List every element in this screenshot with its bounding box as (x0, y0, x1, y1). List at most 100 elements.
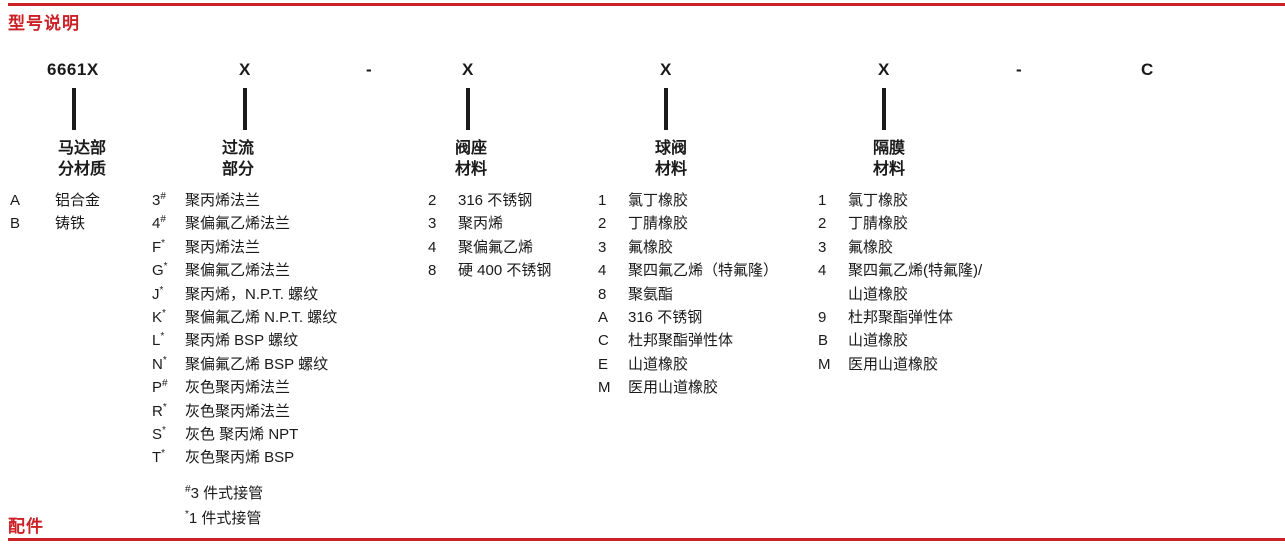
column-header-line: 阀座 (455, 140, 488, 157)
option-code: C (598, 332, 609, 350)
option-label: 丁腈橡胶 (848, 215, 909, 233)
option-row: M 医用山道橡胶 (598, 376, 778, 399)
option-row: 8 聚氨酯 (598, 283, 778, 306)
option-code: L* (152, 331, 165, 350)
option-code: A (598, 309, 609, 327)
column-header-motor: 马达部 分材质 (58, 138, 106, 180)
option-label: 铝合金 (55, 192, 101, 209)
code-dash-2: - (1016, 60, 1023, 79)
column-header-diaphragm: 隔膜 材料 (873, 138, 982, 180)
option-code: 4# (152, 214, 166, 233)
option-code: 1 (818, 192, 827, 209)
footnote-text: 3 件式接管 (190, 485, 264, 502)
connector-line-motor (72, 88, 76, 130)
option-row: J* 聚丙烯，N.P.T. 螺纹 (152, 283, 337, 306)
option-row: F* 聚丙烯法兰 (152, 236, 337, 259)
accessories-section-label: 配件 (8, 517, 44, 536)
option-label: 316 不锈钢 (458, 192, 533, 209)
column-header-ball: 球阀 材料 (655, 138, 778, 180)
option-list-ball: 1 氯丁橡胶 2 丁腈橡胶 3 氟橡胶 4 聚四氟乙烯（特氟隆） (598, 189, 778, 400)
option-row: P# 灰色聚丙烯法兰 (152, 376, 337, 399)
column-header-line: 过流 (222, 140, 255, 157)
column-header-line: 马达部 (58, 140, 107, 157)
footnotes: #3 件式接管 *1 件式接管 (185, 481, 263, 531)
column-header-line: 分材质 (58, 161, 107, 178)
option-code: 3# (152, 191, 166, 210)
connector-line-diaphragm (882, 88, 886, 130)
option-label: 氟橡胶 (628, 238, 674, 256)
option-label: 铸铁 (55, 215, 86, 233)
option-list-wetted: 3# 聚丙烯法兰 4# 聚偏氟乙烯法兰 F* 聚丙烯法兰 G* 聚偏氟乙烯法兰 (152, 189, 337, 470)
option-row: 3# 聚丙烯法兰 (152, 189, 337, 212)
column-header-wetted: 过流 部分 (222, 138, 337, 180)
option-row: 4 聚四氟乙烯（特氟隆） (598, 259, 778, 282)
option-code: A (10, 192, 21, 209)
column-header-seat: 阀座 材料 (455, 138, 551, 180)
option-label: 聚氨酯 (628, 285, 674, 303)
code-motor-series: 6661X (47, 60, 99, 79)
option-label: 灰色聚丙烯 BSP (185, 449, 295, 467)
option-label: 聚丙烯，N.P.T. 螺纹 (185, 285, 319, 303)
option-label: 聚丙烯 BSP 螺纹 (185, 332, 299, 350)
option-label: 316 不锈钢 (628, 309, 703, 327)
option-code: 8 (428, 262, 437, 280)
option-code: T* (152, 448, 166, 467)
option-label: 医用山道橡胶 (848, 355, 939, 373)
option-code: E (598, 355, 609, 373)
option-code: 3 (428, 215, 437, 233)
option-code: R* (152, 401, 167, 420)
option-label: 聚偏氟乙烯法兰 (185, 262, 291, 280)
option-code: K* (152, 308, 166, 327)
option-label: 氯丁橡胶 (848, 192, 909, 209)
option-row: A 316 不锈钢 (598, 306, 778, 329)
option-row: 9 杜邦聚酯弹性体 (818, 306, 982, 329)
option-label: 灰色 聚丙烯 NPT (185, 426, 299, 444)
connector-line-ball (664, 88, 668, 130)
page-title: 型号说明 (8, 14, 80, 33)
code-wetted-parts: X (239, 60, 251, 79)
option-row: G* 聚偏氟乙烯法兰 (152, 259, 337, 282)
option-label: 丁腈橡胶 (628, 215, 689, 233)
option-code: 3 (818, 238, 827, 256)
column-motor-material: 马达部 分材质 A 铝合金 B 铸铁 (10, 138, 106, 236)
option-code: M (818, 355, 831, 373)
footnote-marker: * (185, 509, 189, 520)
footnote-3-piece: #3 件式接管 (185, 481, 263, 506)
option-row: M 医用山道橡胶 (818, 353, 982, 376)
column-wetted-parts: 过流 部分 3# 聚丙烯法兰 4# 聚偏氟乙烯法兰 F* 聚丙烯法兰 (152, 138, 337, 470)
option-code: 2 (598, 215, 607, 233)
option-code: F* (152, 237, 166, 256)
option-row: 1 氯丁橡胶 (598, 189, 778, 212)
connector-line-seat (466, 88, 470, 130)
option-label: 灰色聚丙烯法兰 (185, 402, 291, 420)
footnote-marker: # (185, 484, 191, 495)
code-ball-material: X (660, 60, 672, 79)
option-row: 2 丁腈橡胶 (598, 212, 778, 235)
option-row: B 铸铁 (10, 212, 106, 235)
option-row: L* 聚丙烯 BSP 螺纹 (152, 329, 337, 352)
option-code: 2 (818, 215, 827, 233)
bottom-divider-rule (8, 538, 1285, 541)
option-code: J* (152, 284, 164, 303)
option-code: 8 (598, 285, 607, 303)
option-code: G* (152, 261, 168, 280)
column-header-line: 部分 (222, 161, 255, 178)
option-label: 医用山道橡胶 (628, 379, 719, 397)
option-label: 山道橡胶 (848, 332, 909, 350)
option-label: 杜邦聚酯弹性体 (628, 332, 734, 350)
code-dash-1: - (366, 60, 373, 79)
option-label: 氟橡胶 (848, 238, 894, 256)
option-row: T* 灰色聚丙烯 BSP (152, 446, 337, 469)
footnote-1-piece: *1 件式接管 (185, 506, 263, 531)
column-diaphragm-material: 隔膜 材料 1 氯丁橡胶 2 丁腈橡胶 3 氟橡胶 (818, 138, 982, 376)
option-code: N* (152, 354, 167, 373)
option-row: 3 氟橡胶 (818, 236, 982, 259)
option-label: 聚丙烯法兰 (185, 238, 261, 256)
option-row: N* 聚偏氟乙烯 BSP 螺纹 (152, 353, 337, 376)
option-row: 4 聚四氟乙烯(特氟隆)/ 山道橡胶 (818, 259, 982, 306)
top-divider-rule (8, 3, 1285, 6)
option-row: 8 硬 400 不锈钢 (428, 259, 551, 282)
option-label: 聚四氟乙烯（特氟隆） (628, 262, 779, 280)
option-row: 2 316 不锈钢 (428, 189, 551, 212)
